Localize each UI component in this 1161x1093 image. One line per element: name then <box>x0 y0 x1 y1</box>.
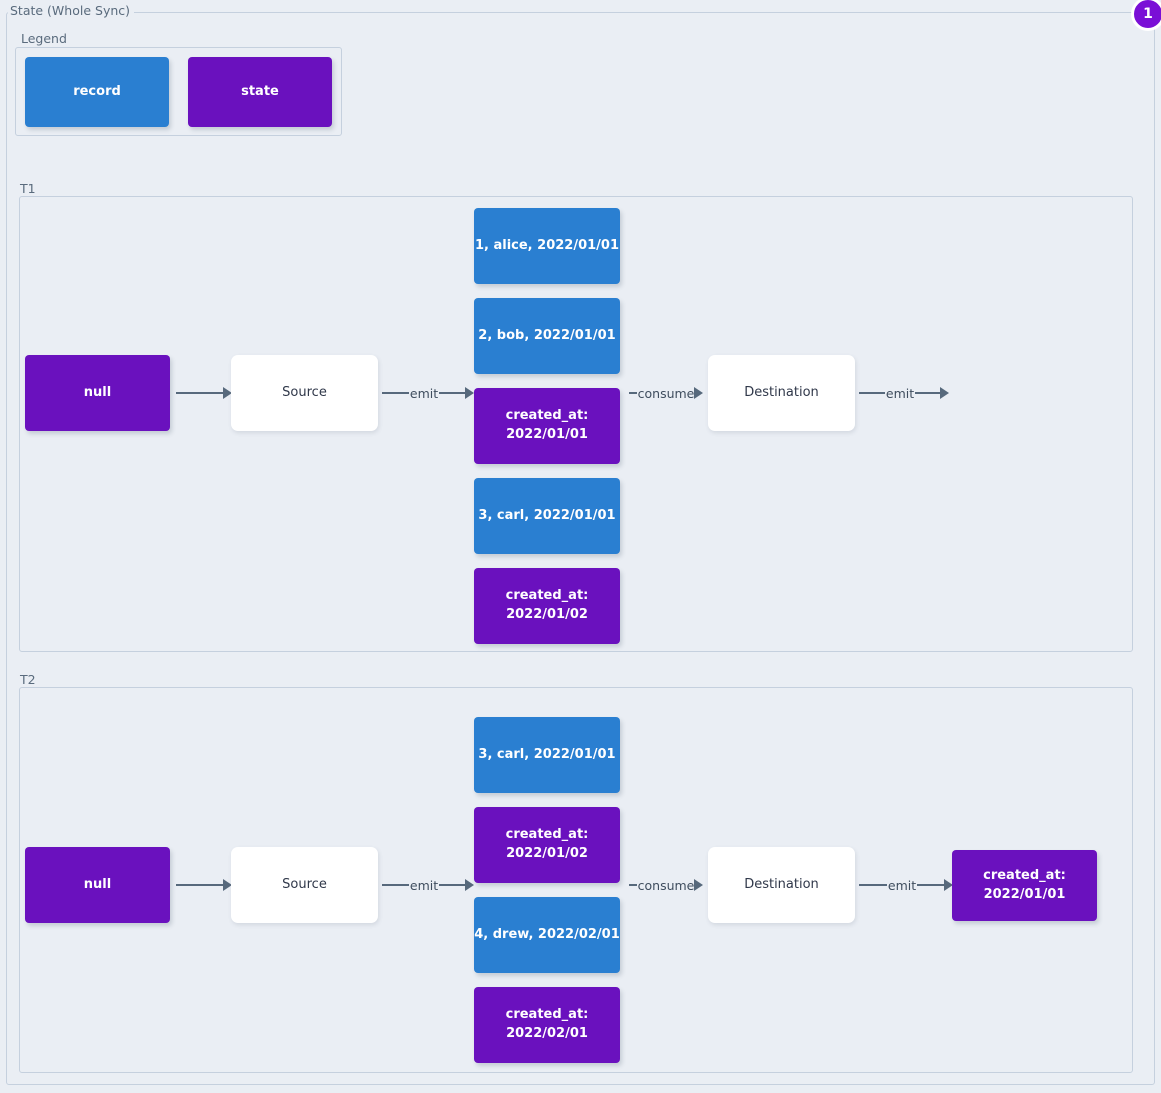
legend-label-record: record <box>73 83 121 99</box>
t1-stream-label-1: 2, bob, 2022/01/01 <box>478 327 616 343</box>
t1-destination-node: Destination <box>708 355 855 431</box>
t2-stream-label-2: 4, drew, 2022/02/01 <box>474 926 620 942</box>
t1-stream-item-2: created_at: 2022/01/01 <box>474 388 620 464</box>
t1-source-node: Source <box>231 355 378 431</box>
t1-stream-label-2: created_at: 2022/01/01 <box>505 408 589 442</box>
t2-source-node: Source <box>231 847 378 923</box>
t2-stream-item-2: 4, drew, 2022/02/01 <box>474 897 620 973</box>
section-title-t2: T2 <box>18 673 40 687</box>
t1-stream-label-0: 1, alice, 2022/01/01 <box>474 237 620 253</box>
status-badge-count: 1 <box>1143 6 1153 22</box>
t1-stream-label-3: 3, carl, 2022/01/01 <box>478 507 616 523</box>
t1-stream-item-3: 3, carl, 2022/01/01 <box>474 478 620 554</box>
t2-start-state-label: null <box>83 876 112 892</box>
t1-stream-item-4: created_at: 2022/01/02 <box>474 568 620 644</box>
t2-stream-label-0: 3, carl, 2022/01/01 <box>478 746 616 762</box>
legend-swatch-record: record <box>25 57 169 127</box>
t1-source-label: Source <box>282 384 327 400</box>
t1-stream-item-0: 1, alice, 2022/01/01 <box>474 208 620 284</box>
t2-destination-node: Destination <box>708 847 855 923</box>
t2-source-label: Source <box>282 876 327 892</box>
t2-start-state-node: null <box>25 847 170 923</box>
t2-stream-item-1: created_at: 2022/01/02 <box>474 807 620 883</box>
t2-stream-item-0: 3, carl, 2022/01/01 <box>474 717 620 793</box>
t2-stream-label-3: created_at: 2022/02/01 <box>505 1007 589 1041</box>
t2-stream-item-3: created_at: 2022/02/01 <box>474 987 620 1063</box>
t2-stream-label-1: created_at: 2022/01/02 <box>505 827 589 861</box>
legend-swatch-state: state <box>188 57 332 127</box>
t1-stream-item-1: 2, bob, 2022/01/01 <box>474 298 620 374</box>
legend-title: Legend <box>19 32 71 46</box>
page-title: State (Whole Sync) <box>8 4 135 18</box>
legend-label-state: state <box>241 83 279 99</box>
t1-start-state-node: null <box>25 355 170 431</box>
t1-start-state-label: null <box>83 384 112 400</box>
status-badge[interactable]: 1 <box>1131 0 1161 31</box>
t1-destination-label: Destination <box>744 384 819 400</box>
t2-output-state-label: created_at: 2022/01/01 <box>983 867 1066 902</box>
t1-stream-label-4: created_at: 2022/01/02 <box>505 588 589 622</box>
section-title-t1: T1 <box>18 182 40 196</box>
t2-destination-label: Destination <box>744 876 819 892</box>
t2-output-state-node: created_at: 2022/01/01 <box>952 850 1097 921</box>
